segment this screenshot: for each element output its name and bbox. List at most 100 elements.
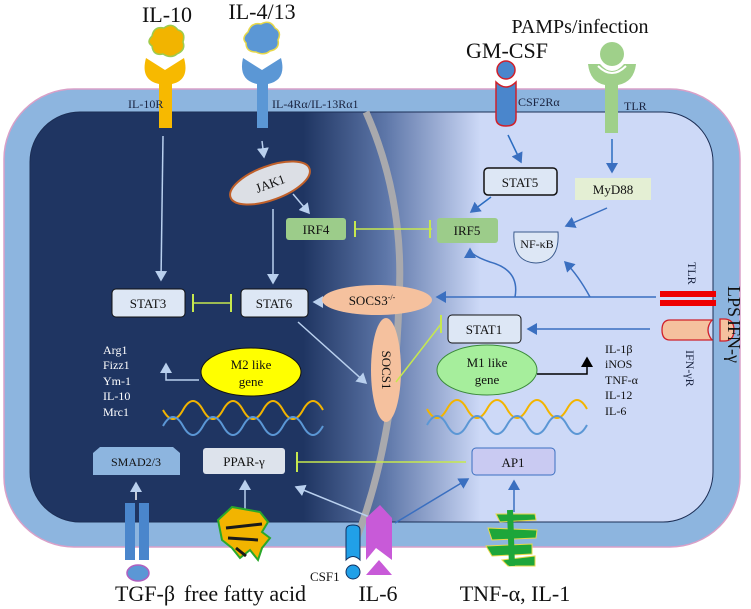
tlr-receptor-icon <box>588 64 636 133</box>
m1-gene-list: IL-1β iNOS TNF-α IL-12 IL-6 <box>605 342 639 418</box>
stat3-stat6-inhibition <box>192 294 232 312</box>
m1-gene-node: M1 like gene <box>436 344 538 396</box>
myd88-node: MyD88 <box>575 178 651 200</box>
jak1-node: JAK1 <box>229 160 311 206</box>
csf2ra-label: CSF2Rα <box>518 95 560 109</box>
stat3-label: STAT3 <box>130 296 167 311</box>
stat5-label: STAT5 <box>502 175 539 190</box>
csf1-ligand-icon <box>345 564 361 580</box>
csf1-receptor-icon <box>345 524 361 562</box>
m1-gene: IL-12 <box>605 388 632 402</box>
dna-helix-left-icon <box>162 400 324 436</box>
pamps-ligand-icon <box>600 42 624 66</box>
stat5-node: STAT5 <box>483 167 558 196</box>
ppar-label: PPAR-γ <box>223 454 265 469</box>
lps-nfkb-arrow <box>563 260 591 298</box>
tnf-label: TNF-α, IL-1 <box>460 581 571 606</box>
il6-receptor-icon <box>366 505 392 575</box>
jak1-irf4-arrow <box>292 193 310 215</box>
ap1-ppar-inhibition <box>296 452 466 472</box>
socs1-label: SOCS1 <box>379 350 394 389</box>
il413-ligand-icon <box>243 21 281 55</box>
ppar-node: PPAR-γ <box>203 448 285 474</box>
il413-receptor-icon <box>241 58 283 128</box>
stat6-socs1-arrow <box>297 321 368 385</box>
stat6-node: STAT6 <box>240 288 309 318</box>
pamps-label: PAMPs/infection <box>511 16 648 38</box>
ffa-detail <box>225 522 263 558</box>
m2-gene: Mrc1 <box>103 405 129 419</box>
irf4-label: IRF4 <box>303 222 330 237</box>
stat1-label: STAT1 <box>466 322 503 337</box>
tgfb-ligand-icon <box>126 564 150 582</box>
lps-tlr-icon <box>660 291 716 306</box>
m1-gene: IL-6 <box>605 404 626 418</box>
m1-gene: TNF-α <box>605 373 639 387</box>
socs3-label: SOCS3-/- <box>349 293 396 308</box>
m2-gene: Ym-1 <box>103 374 131 388</box>
irf4-irf5-inhibition <box>354 220 432 238</box>
ifng-ligand-icon <box>719 318 735 342</box>
socs1-node: SOCS1 <box>371 318 401 422</box>
ifng-label: IFN-γ <box>724 320 744 363</box>
myd88-label: MyD88 <box>593 182 633 197</box>
lps-irf5-arrow <box>464 247 517 298</box>
irf5-node: IRF5 <box>437 218 498 243</box>
ap1-node: AP1 <box>471 447 556 476</box>
m2-expression-arrow <box>160 362 199 381</box>
m2-gene: IL-10 <box>103 389 130 403</box>
m2-gene-list: Arg1 Fizz1 Ym-1 IL-10 Mrc1 <box>103 343 131 419</box>
smad-label: SMAD2/3 <box>111 455 161 469</box>
irf4-node: IRF4 <box>286 218 346 240</box>
nfkb-label: NF-κB <box>520 237 553 251</box>
lps-label: LPS <box>724 286 744 317</box>
nfkb-node: NF-κB <box>513 231 559 264</box>
tgfb-label: TGF-β <box>115 581 175 606</box>
gmcsf-label: GM-CSF <box>466 38 548 63</box>
m2-gene: Fizz1 <box>103 358 130 372</box>
m1-line2: gene <box>475 372 500 387</box>
m1-gene: iNOS <box>605 357 632 371</box>
tlr-cup-highlight <box>597 65 627 74</box>
il4-jak1-arrow <box>256 140 269 159</box>
smad-node: SMAD2/3 <box>93 447 180 475</box>
il4r-label: IL-4Rα/IL-13Rα1 <box>272 97 359 111</box>
il10-ligand-icon <box>148 24 185 58</box>
tgfb-receptor-icon <box>125 503 149 560</box>
stat6-label: STAT6 <box>256 296 293 311</box>
socs1-stat1-inhibition <box>395 315 442 383</box>
tlr-side-label: TLR <box>685 262 699 285</box>
il6-ppar-arrow <box>294 484 373 519</box>
free-fatty-acid-icon <box>216 505 272 563</box>
m1-line1: M1 like <box>467 355 508 370</box>
dna-helix-right-icon <box>426 399 588 435</box>
tnf-ligand-icon <box>485 509 538 567</box>
il10-label: IL-10 <box>142 2 192 27</box>
m2-line1: M2 like <box>231 357 272 372</box>
tlr-top-label: TLR <box>624 99 647 113</box>
ifngr-label: IFN-γR <box>683 350 697 387</box>
il6-label: IL-6 <box>358 581 397 606</box>
m2-line2: gene <box>239 374 264 389</box>
m2-gene-node: M2 like gene <box>200 347 302 397</box>
myd88-nfkb-arrow <box>564 207 608 228</box>
il10r-label: IL-10R <box>128 97 163 111</box>
stat1-node: STAT1 <box>447 314 522 344</box>
socs3-node: SOCS3-/- <box>322 285 432 315</box>
csf2ra-receptor-icon <box>495 80 517 127</box>
m2-gene: Arg1 <box>103 343 127 357</box>
il10-receptor-icon <box>144 58 186 128</box>
il6-ap1-arrow <box>394 478 470 524</box>
il413-label: IL-4/13 <box>228 0 295 24</box>
csf1-label: CSF1 <box>310 569 340 584</box>
csf2ra-stat5-arrow <box>507 134 523 164</box>
stat3-node: STAT3 <box>111 288 186 318</box>
m1-expression-arrow <box>537 356 593 375</box>
ifngr-receptor-icon <box>661 319 714 341</box>
m1-gene: IL-1β <box>605 342 632 356</box>
il10-stat3-arrow <box>155 135 168 282</box>
stat5-irf5-arrow <box>469 196 492 213</box>
gmcsf-ligand-icon <box>496 60 516 80</box>
ap1-label: AP1 <box>501 455 524 470</box>
